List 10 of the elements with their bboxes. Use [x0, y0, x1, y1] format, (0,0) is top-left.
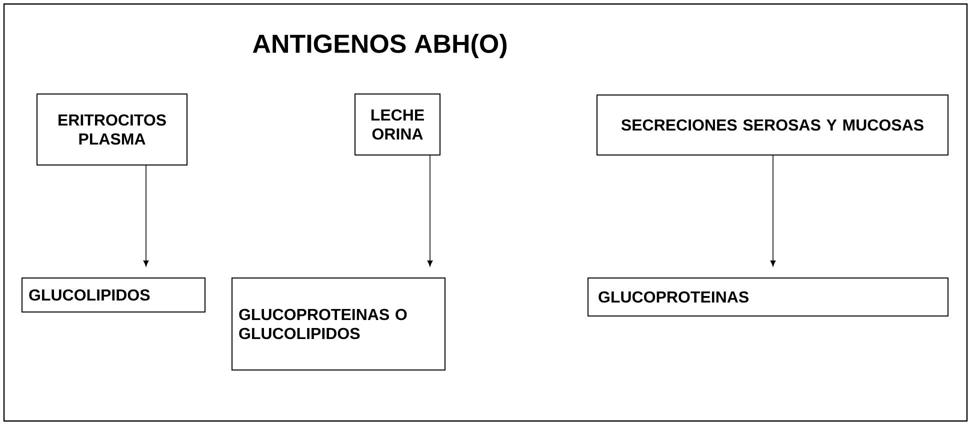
text-box: ERITROCITOS PLASMA	[36, 94, 188, 166]
text-box: SECRECIONES SEROSAS Y MUCOSAS	[596, 94, 948, 156]
text-box: GLUCOPROTEINAS	[588, 278, 948, 316]
arrow	[143, 165, 149, 266]
text-box: GLUCOLIPIDOS	[22, 278, 206, 312]
text-box: LECHE ORINA	[354, 94, 440, 156]
text-box: GLUCOPROTEINAS O GLUCOLIPIDOS	[232, 278, 446, 370]
title: ANTIGENOS ABH(O)	[252, 34, 507, 58]
arrow	[427, 155, 433, 266]
arrow	[770, 155, 776, 266]
